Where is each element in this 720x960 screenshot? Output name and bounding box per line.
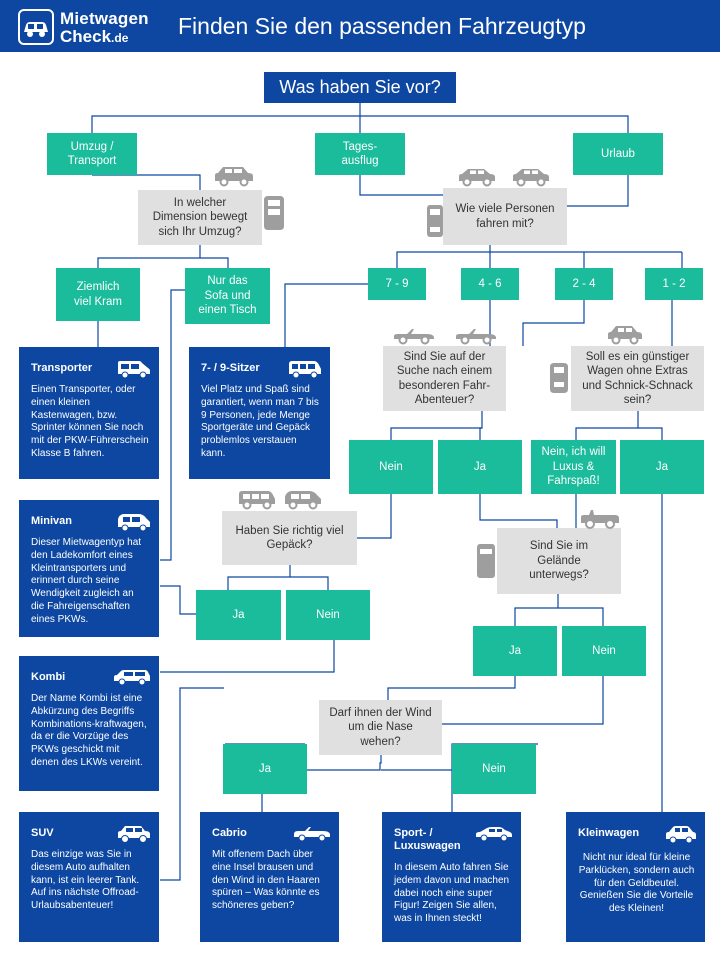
- answer-sofa: Nur das Sofa und einen Tisch: [185, 268, 270, 324]
- answer-adventure-no: Nein: [349, 440, 433, 494]
- card-sports-car-desc: In diesem Auto fahren Sie jedem davon un…: [394, 862, 510, 925]
- answer-wind-no: Nein: [452, 744, 536, 794]
- card-suv-desc: Das einzige was Sie in diesem Auto aufha…: [31, 849, 140, 912]
- answer-luggage-yes: Ja: [196, 590, 281, 640]
- grey-van-icon: [239, 491, 275, 510]
- card-minivan: Minivan Dieser Mietwagentyp hat den Lade…: [19, 500, 159, 637]
- grey-van-icon: [264, 196, 284, 230]
- card-seven-nine-seater-desc: Viel Platz und Spaß sind garantiert, wen…: [201, 384, 319, 459]
- card-small-car-title: Kleinwagen: [578, 827, 640, 839]
- grey-jeep-icon: [581, 510, 619, 529]
- answer-persons-4-6: 4 - 6: [461, 268, 519, 300]
- card-cabrio-title: Cabrio: [212, 827, 247, 839]
- logo: Mietwagen Check.de: [18, 9, 158, 46]
- answer-persons-7-9: 7 - 9: [368, 268, 426, 300]
- grey-car-icon: [513, 169, 549, 187]
- station-wagon-icon: [114, 670, 150, 686]
- card-sports-car-title: Sport- / Luxuswagen: [394, 827, 461, 852]
- card-kombi-title: Kombi: [31, 671, 66, 683]
- card-minivan-title: Minivan: [31, 515, 72, 527]
- question-luggage: Haben Sie richtig viel Gepäck?: [222, 511, 357, 565]
- card-sports-car: Sport- / Luxuswagen In diesem Auto fahre…: [382, 812, 521, 942]
- logo-text-line1: Mietwagen: [60, 9, 149, 28]
- question-cheap: Soll es ein günstiger Wagen ohne Extras …: [571, 346, 704, 411]
- grey-convertible-icon: [394, 329, 434, 345]
- answer-adventure-yes: Ja: [438, 440, 522, 494]
- question-dimension: In welcher Dimension bewegt sich Ihr Umz…: [138, 190, 262, 245]
- answer-luxury: Nein, ich will Luxus & Fahrspaß!: [531, 440, 616, 494]
- card-minivan-desc: Dieser Mietwagentyp hat den Ladekomfort …: [31, 537, 142, 625]
- minivan-icon: [118, 514, 150, 532]
- grey-convertible-icon: [456, 329, 496, 345]
- small-car-icon: [666, 826, 696, 844]
- page-title: Finden Sie den passenden Fahrzeugtyp: [178, 13, 586, 39]
- card-transporter-desc: Einen Transporter, oder einen kleinen Ka…: [31, 384, 149, 459]
- purpose-vacation: Urlaub: [573, 133, 663, 175]
- answer-luggage-no: Nein: [286, 590, 370, 640]
- suv-icon: [118, 826, 150, 843]
- card-transporter: Transporter Einen Transporter, oder eine…: [19, 347, 159, 479]
- sports-car-icon: [476, 827, 512, 842]
- grey-minivan-icon: [285, 491, 321, 510]
- answer-persons-2-4: 2 - 4: [555, 268, 613, 300]
- answer-offroad-no: Nein: [562, 626, 646, 676]
- card-kombi-desc: Der Name Kombi ist eine Abkürzung des Be…: [31, 693, 147, 768]
- card-seven-nine-seater-title: 7- / 9-Sitzer: [201, 362, 260, 374]
- answer-offroad-yes: Ja: [473, 626, 557, 676]
- question-adventure: Sind Sie auf der Suche nach einem besond…: [383, 346, 506, 411]
- card-small-car: Kleinwagen Nicht nur ideal für kleine Pa…: [566, 812, 705, 942]
- question-wind: Darf ihnen der Wind um die Nase wehen?: [319, 700, 442, 755]
- card-suv: SUV Das einzige was Sie in diesem Auto a…: [19, 812, 159, 942]
- main-question: Was haben Sie vor?: [264, 72, 456, 103]
- question-offroad: Sind Sie im Gelände unterwegs?: [497, 528, 621, 594]
- answer-persons-1-2: 1 - 2: [645, 268, 703, 300]
- van-icon: [118, 361, 150, 379]
- answer-cheap-yes: Ja: [620, 440, 704, 494]
- header-bar: Mietwagen Check.de Finden Sie den passen…: [0, 0, 720, 52]
- logo-tld: .de: [111, 31, 129, 45]
- minibus-icon: [289, 361, 321, 379]
- question-persons: Wie viele Personen fahren mit?: [443, 188, 567, 245]
- logo-text-line2: Check.de: [60, 27, 129, 46]
- card-kombi: Kombi Der Name Kombi ist eine Abkürzung …: [19, 656, 159, 791]
- card-small-car-desc: Nicht nur ideal für kleine Parklücken, s…: [578, 852, 695, 915]
- grey-car-top-icon: [550, 363, 568, 393]
- grey-car-top-icon: [427, 205, 443, 237]
- answer-wind-yes: Ja: [223, 744, 307, 794]
- purpose-move: Umzug / Transport: [47, 133, 137, 175]
- car-logo-icon: [18, 9, 54, 45]
- answer-much-stuff: Ziemlich viel Kram: [56, 268, 140, 321]
- grey-car-icon: [459, 169, 495, 187]
- convertible-icon: [294, 827, 330, 842]
- card-seven-nine-seater: 7- / 9-Sitzer Viel Platz und Spaß sind g…: [189, 347, 330, 479]
- grey-car-icon: [215, 167, 253, 187]
- card-transporter-title: Transporter: [31, 362, 93, 374]
- grey-jeep-top-icon: [477, 544, 495, 578]
- card-suv-title: SUV: [31, 827, 54, 839]
- grey-car-icon: [608, 326, 642, 345]
- card-cabrio: Cabrio Mit offenem Dach über eine Insel …: [200, 812, 339, 942]
- purpose-daytrip: Tages-ausflug: [315, 133, 405, 175]
- card-cabrio-desc: Mit offenem Dach über eine Insel brausen…: [212, 849, 320, 912]
